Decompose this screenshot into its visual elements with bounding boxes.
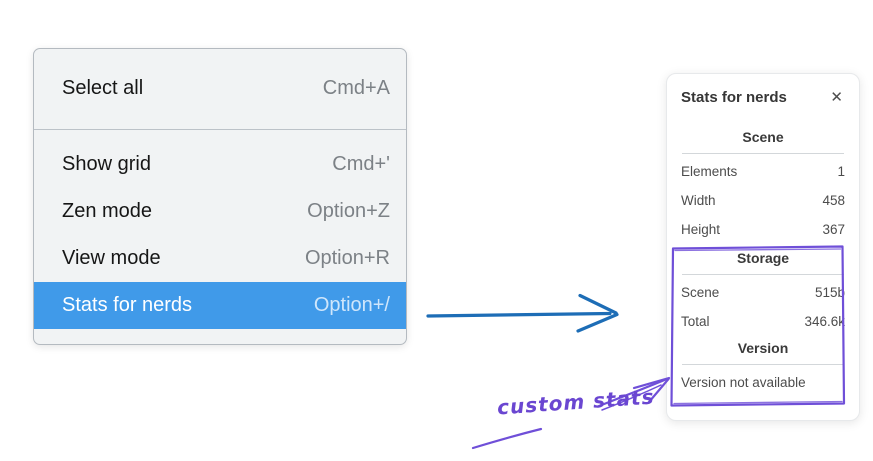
stat-value: 458 xyxy=(822,193,845,208)
stat-row-width: Width 458 xyxy=(681,186,845,215)
menu-item-select-all[interactable]: Select all Cmd+A xyxy=(34,65,406,112)
stats-panel-title: Stats for nerds xyxy=(681,88,787,106)
stat-value: 346.6k xyxy=(804,314,845,329)
section-header-version: Version xyxy=(737,340,789,356)
stat-label: Height xyxy=(681,222,721,237)
stats-panel-header: Stats for nerds ✕ xyxy=(681,86,845,108)
menu-section-top: Select all Cmd+A xyxy=(34,49,406,130)
menu-item-label: Show grid xyxy=(62,153,151,175)
custom-stats-label: custom stats xyxy=(496,384,656,420)
stat-label: Total xyxy=(681,314,710,329)
menu-item-shortcut: Option+Z xyxy=(307,200,390,222)
menu-item-label: Zen mode xyxy=(62,200,153,222)
stats-panel: Stats for nerds ✕ Scene Elements 1 Width… xyxy=(666,73,860,421)
stat-row-total-storage: Total 346.6k xyxy=(681,307,845,336)
custom-stats-arrow-tail xyxy=(471,427,543,450)
menu-item-shortcut: Option+R xyxy=(304,247,390,269)
stat-value: 1 xyxy=(837,164,845,179)
menu-item-show-grid[interactable]: Show grid Cmd+' xyxy=(34,141,406,188)
divider xyxy=(682,274,844,275)
stat-label: Scene xyxy=(681,285,720,300)
blue-arrow xyxy=(426,293,619,333)
menu-item-label: Select all xyxy=(62,77,144,99)
stat-row-height: Height 367 xyxy=(681,215,845,244)
stat-label: Width xyxy=(681,193,716,208)
menu-item-label: Stats for nerds xyxy=(62,294,193,316)
section-header-scene: Scene xyxy=(742,129,784,145)
stat-label: Elements xyxy=(681,164,738,179)
divider xyxy=(682,153,844,154)
stat-row-elements: Elements 1 xyxy=(681,157,845,186)
stat-row-scene-storage: Scene 515b xyxy=(681,278,845,307)
menu-item-stats-for-nerds[interactable]: Stats for nerds Option+/ xyxy=(34,282,406,329)
menu-item-shortcut: Option+/ xyxy=(313,294,390,316)
menu-item-zen-mode[interactable]: Zen mode Option+Z xyxy=(34,188,406,235)
menu-section-main: Show grid Cmd+' Zen mode Option+Z View m… xyxy=(34,130,406,342)
context-menu: Select all Cmd+A Show grid Cmd+' Zen mod… xyxy=(33,48,407,345)
menu-item-view-mode[interactable]: View mode Option+R xyxy=(34,235,406,282)
version-note: Version not available xyxy=(681,375,806,390)
divider xyxy=(682,364,844,365)
section-header-storage: Storage xyxy=(736,250,790,266)
stat-value: 515b xyxy=(814,285,845,300)
stat-value: 367 xyxy=(822,222,845,237)
menu-item-shortcut: Cmd+A xyxy=(322,77,390,99)
menu-item-label: View mode xyxy=(62,247,161,269)
close-icon[interactable]: ✕ xyxy=(830,88,843,106)
menu-item-shortcut: Cmd+' xyxy=(332,153,390,175)
